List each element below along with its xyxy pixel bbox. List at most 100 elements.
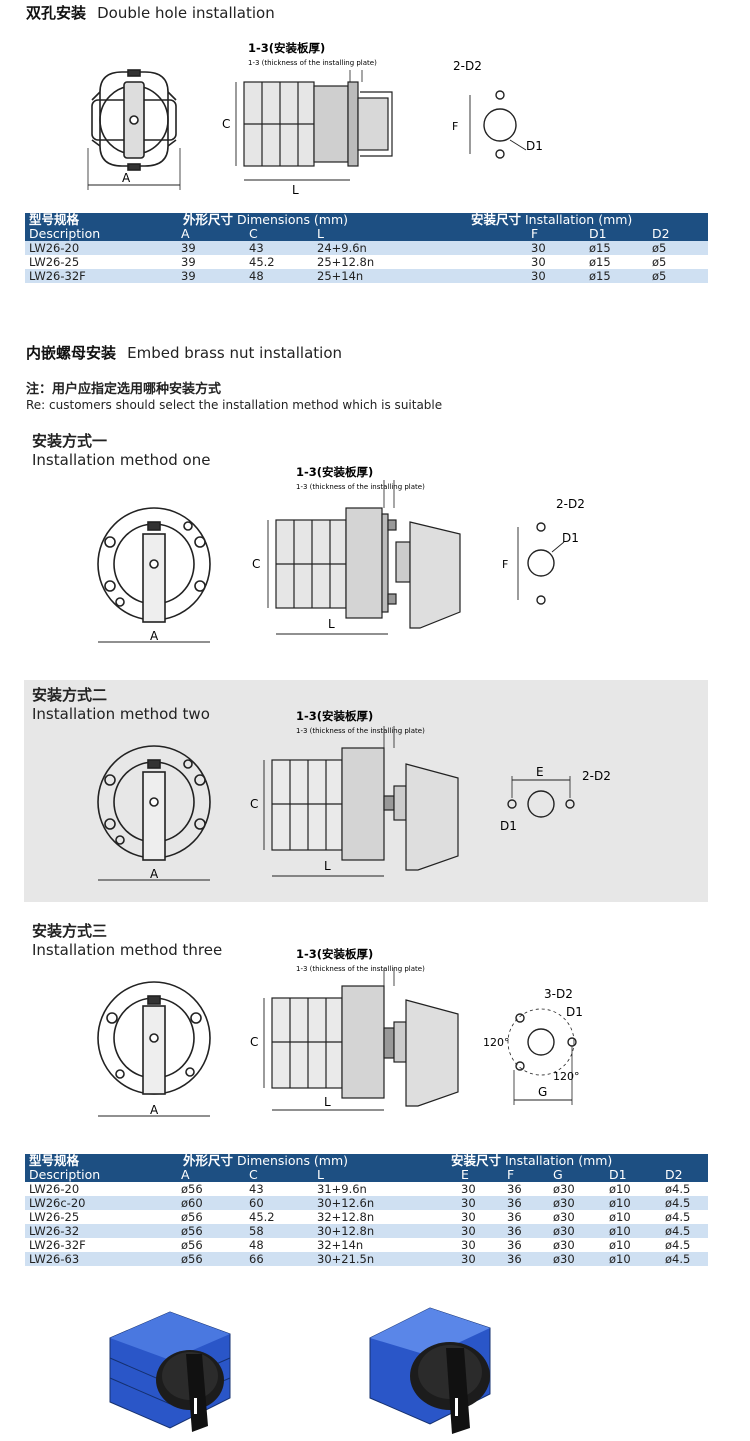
plate-thickness-cn-1: 1-3(安装板厚) <box>248 41 325 55</box>
table-cell: 43 <box>245 1182 313 1196</box>
dim-2D2-3: 2-D2 <box>582 769 611 783</box>
section2-note-en: Re: customers should select the installa… <box>26 398 443 412</box>
table-cell: 66 <box>245 1252 313 1266</box>
table1-inst-en: Installation (mm) <box>525 212 633 227</box>
table-cell: 36 <box>503 1196 549 1210</box>
table-cell: 30 <box>431 1224 503 1238</box>
table1-col: C <box>245 227 313 241</box>
dim-L-4: L <box>324 1095 331 1109</box>
table-cell: 30 <box>431 1196 503 1210</box>
table2-col: F <box>503 1168 549 1182</box>
table-cell: 30+12.6n <box>313 1196 431 1210</box>
table-cell: 30 <box>431 1182 503 1196</box>
table-cell: 36 <box>503 1182 549 1196</box>
table-cell: ø30 <box>549 1252 605 1266</box>
table-cell: LW26c-20 <box>25 1196 153 1210</box>
table-cell: 36 <box>503 1238 549 1252</box>
dim-L-3: L <box>324 859 331 873</box>
section1-title-en: Double hole installation <box>97 4 275 22</box>
table1-dim-en: Dimensions (mm) <box>237 212 349 227</box>
table-cell: 30+12.8n <box>313 1224 431 1238</box>
table2-desc-cn: 型号规格 <box>25 1154 153 1168</box>
method-one-drawing: A 1-3(安装板厚) 1-3 (thickness of the instal… <box>97 465 585 643</box>
table-cell: ø5 <box>648 241 708 255</box>
table-cell: ø56 <box>153 1252 245 1266</box>
table-cell: LW26-20 <box>25 241 153 255</box>
dim-F-1: F <box>452 120 458 133</box>
table-cell: ø56 <box>153 1210 245 1224</box>
dim-A-1: A <box>122 171 131 185</box>
angle-label-2: 120° <box>553 1070 580 1083</box>
table2-desc-en: Description <box>25 1168 153 1182</box>
table-cell: 31+9.6n <box>313 1182 431 1196</box>
table-row: LW26-20 39 43 24+9.6n 30 ø15 ø5 <box>25 241 708 255</box>
table1-col: L <box>313 227 471 241</box>
table-cell: ø15 <box>585 241 648 255</box>
double-hole-drawing: A 1-3(安装板厚) 1-3 (thickness of the instal… <box>87 41 543 197</box>
table-cell: 58 <box>245 1224 313 1238</box>
side-view-method-two <box>263 726 459 877</box>
table-cell: ø10 <box>605 1224 661 1238</box>
spec-table-2: 型号规格 外形尺寸 Dimensions (mm) 安装尺寸 Installat… <box>25 1154 708 1266</box>
table-cell: ø10 <box>605 1182 661 1196</box>
table2-inst-cn: 安装尺寸 <box>451 1153 502 1168</box>
table-cell: ø56 <box>153 1238 245 1252</box>
plate-thickness-cn-4: 1-3(安装板厚) <box>296 947 373 961</box>
angle-label-1: 120° <box>483 1036 510 1049</box>
dim-A-4: A <box>150 1103 159 1117</box>
dim-D1-2: D1 <box>562 531 579 545</box>
table-cell: 25+14n <box>313 269 471 283</box>
table-cell: 36 <box>503 1224 549 1238</box>
table2-col: L <box>313 1168 431 1182</box>
table-cell: 45.2 <box>245 1210 313 1224</box>
table-cell: LW26-63 <box>25 1252 153 1266</box>
table-cell: ø15 <box>585 269 648 283</box>
method-two-heading: 安装方式二 Installation method two <box>32 684 210 723</box>
hole-layout-method-three <box>507 1008 577 1105</box>
table-cell: 25+12.8n <box>313 255 471 269</box>
table1-dim-cn: 外形尺寸 <box>183 212 234 227</box>
hole-layout-double <box>469 90 527 159</box>
table-cell: LW26-25 <box>25 255 153 269</box>
table1-desc-cn: 型号规格 <box>25 213 153 227</box>
rotary-switch-image <box>369 1307 491 1434</box>
table-cell: 36 <box>503 1210 549 1224</box>
table-cell: 32+14n <box>313 1238 431 1252</box>
table2-dim-cn: 外形尺寸 <box>183 1153 234 1168</box>
table-row: LW26-32F 39 48 25+14n 30 ø15 ø5 <box>25 269 708 283</box>
table1-col: A <box>153 227 245 241</box>
dim-3D2: 3-D2 <box>544 987 573 1001</box>
section2-heading: 内嵌螺母安装 Embed brass nut installation <box>26 342 342 363</box>
table1-col: F <box>471 227 585 241</box>
table-cell: ø30 <box>549 1196 605 1210</box>
table2-dim-en: Dimensions (mm) <box>237 1153 349 1168</box>
hole-layout-method-two <box>507 776 575 818</box>
table1-inst-cn: 安装尺寸 <box>471 212 522 227</box>
dim-F-2: F <box>502 558 508 571</box>
table-cell: 24+9.6n <box>313 241 471 255</box>
table-row: LW26-25 39 45.2 25+12.8n 30 ø15 ø5 <box>25 255 708 269</box>
table2-col: E <box>431 1168 503 1182</box>
table-cell: ø30 <box>549 1210 605 1224</box>
table-cell: 48 <box>245 1238 313 1252</box>
dim-D1-1: D1 <box>526 139 543 153</box>
table-cell: ø15 <box>585 255 648 269</box>
table2-col: A <box>153 1168 245 1182</box>
product-photo-left <box>109 1311 231 1432</box>
method-three-drawing: A 1-3(安装板厚) 1-3 (thickness of the instal… <box>97 947 583 1117</box>
table2-col: C <box>245 1168 313 1182</box>
table2-col: G <box>549 1168 605 1182</box>
dim-G-1: G <box>538 1085 547 1099</box>
hole-layout-method-one <box>517 522 565 605</box>
plate-thickness-en-2: 1-3 (thickness of the installing plate) <box>296 483 425 491</box>
table-cell: LW26-32F <box>25 1238 153 1252</box>
dim-C-2: C <box>252 557 260 571</box>
section1-heading: 双孔安装 Double hole installation <box>26 2 275 23</box>
section2-title-en: Embed brass nut installation <box>127 344 343 362</box>
plate-thickness-cn-3: 1-3(安装板厚) <box>296 709 373 723</box>
